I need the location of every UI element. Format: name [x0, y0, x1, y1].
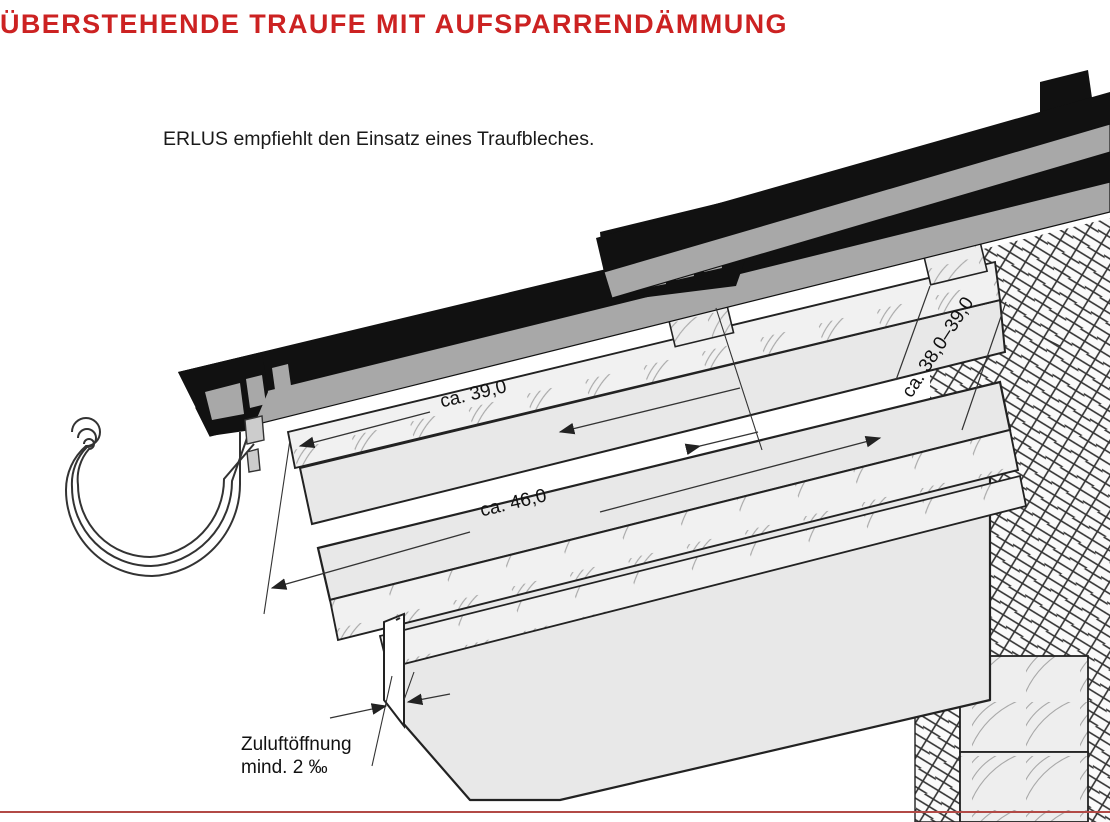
intro-note: ERLUS empfiehlt den Einsatz eines Traufb…: [163, 128, 595, 150]
gutter: [64, 417, 255, 578]
eave-vent-gap: [383, 612, 405, 729]
annotation-zuluftoeffnung: Zuluftöffnung mind. 2 ‰: [241, 733, 352, 779]
annotation-line-1: Zuluftöffnung: [241, 734, 352, 755]
timber-boarding-layers: [286, 260, 1028, 670]
annotation-line-2: mind. 2 ‰: [241, 757, 328, 778]
dimension-lines: [263, 285, 1061, 767]
above-rafter-insulation: [298, 298, 1012, 602]
page-title: ÜBERSTEHENDE TRAUFE MIT AUFSPARRENDÄMMUN…: [0, 9, 788, 39]
bottom-rule-divider: [0, 811, 1110, 813]
upper-tile-course: [596, 92, 1110, 299]
gutter-bracket: [244, 415, 265, 473]
